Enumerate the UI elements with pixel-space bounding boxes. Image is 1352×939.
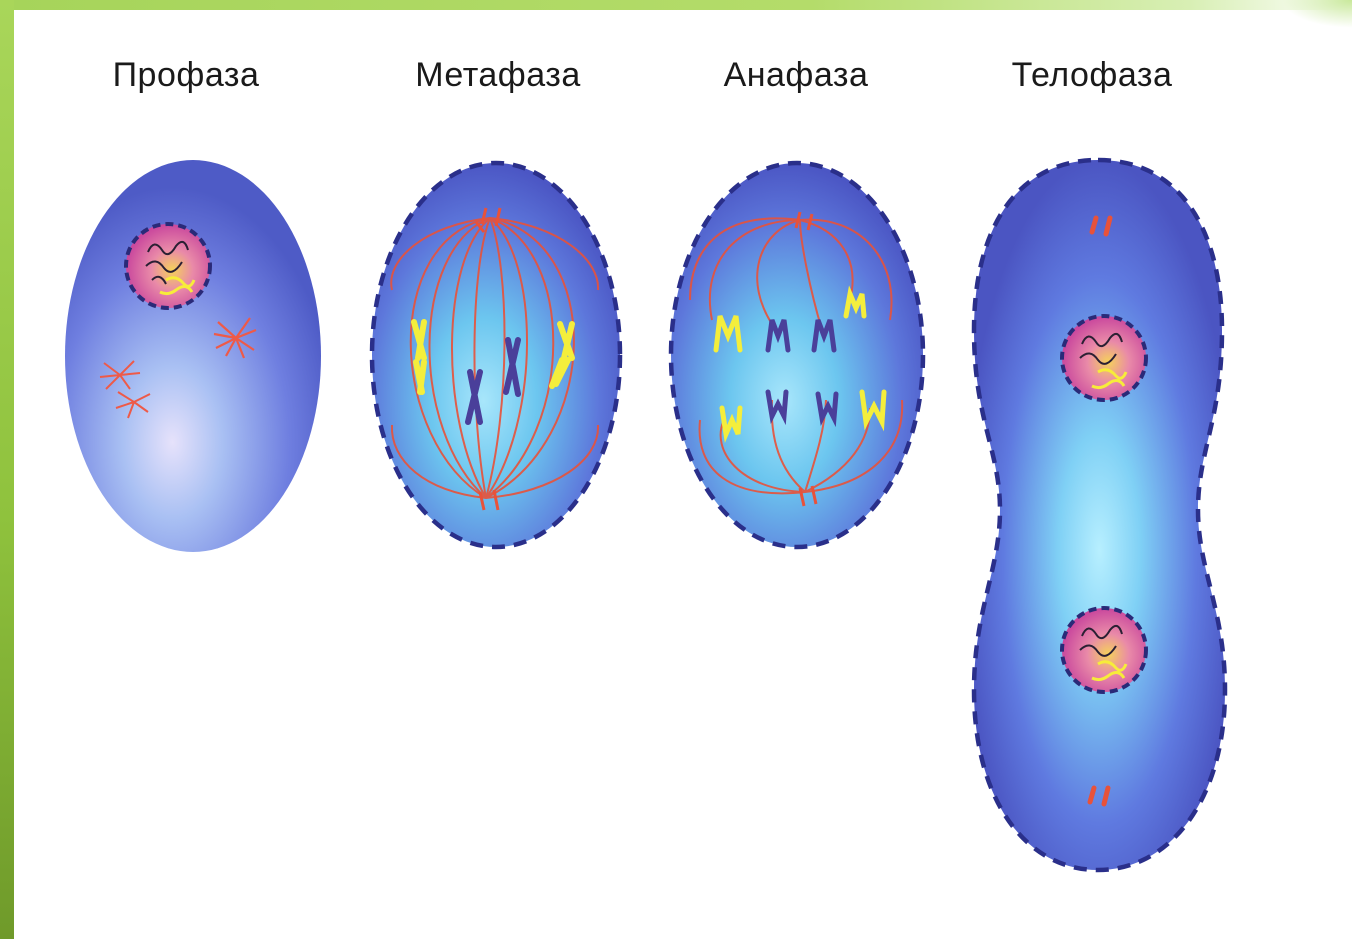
metaphase-cell — [372, 163, 620, 547]
prophase-cell — [65, 160, 321, 552]
anaphase-cell — [671, 163, 923, 547]
telophase-nucleus-bottom — [1062, 608, 1146, 692]
telophase-cell — [974, 160, 1225, 870]
telophase-nucleus-top — [1062, 316, 1146, 400]
prophase-nucleus — [126, 224, 210, 308]
